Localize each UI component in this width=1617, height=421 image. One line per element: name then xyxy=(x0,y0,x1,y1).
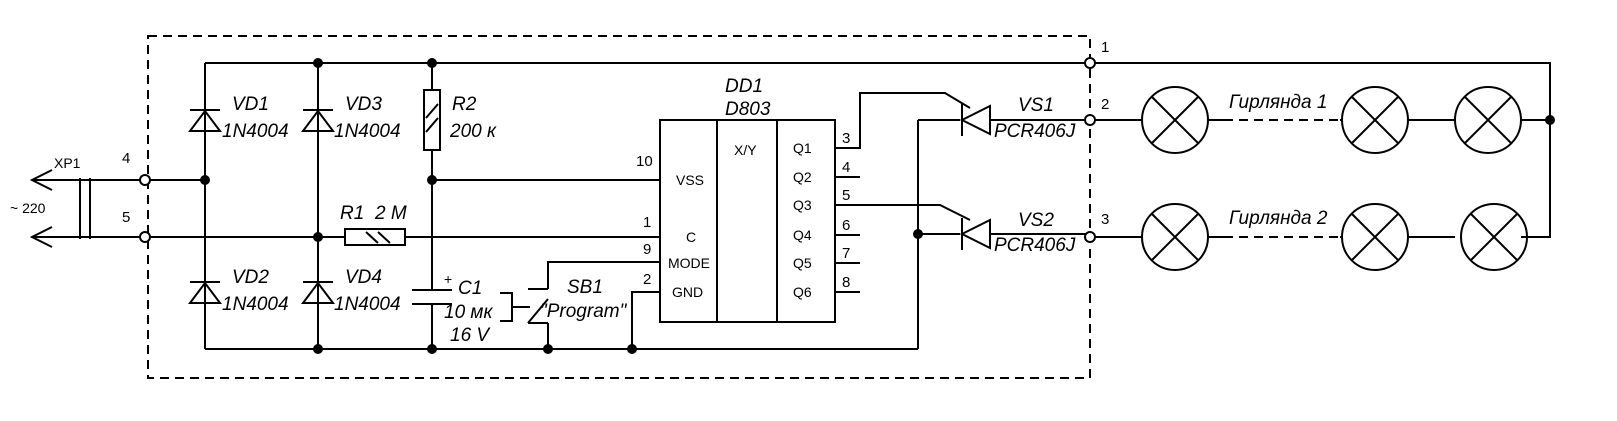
pin-name-q1: Q1 xyxy=(793,140,812,156)
c1-voltage: 16 V xyxy=(450,325,491,346)
vd2-part: 1N4004 xyxy=(222,294,289,315)
garland-1-label: Гирлянда 1 xyxy=(1229,92,1327,113)
plug-pin-5: 5 xyxy=(122,209,130,226)
vd2-ref: VD2 xyxy=(232,267,269,288)
sb1-ref: SB1 xyxy=(567,277,603,298)
pin-num-gnd: 2 xyxy=(643,271,651,288)
output-3-num: 3 xyxy=(1101,211,1109,228)
pin-name-vss: VSS xyxy=(676,172,704,188)
pin-num-q1: 3 xyxy=(842,130,850,147)
c1-value: 10 мк xyxy=(444,302,493,323)
lamp xyxy=(1341,203,1409,271)
pin-num-q2: 4 xyxy=(842,159,850,176)
vd4-ref: VD4 xyxy=(345,267,382,288)
resistor-r2 xyxy=(423,89,441,151)
r1-ref: R1 xyxy=(340,203,364,224)
pin-num-c: 1 xyxy=(643,214,651,231)
switch-sb1 xyxy=(500,288,549,324)
lamp xyxy=(1341,86,1409,154)
output-2-num: 2 xyxy=(1101,96,1109,113)
enclosure-boundary xyxy=(147,35,1091,379)
vd1-part: 1N4004 xyxy=(222,121,289,142)
chip-center-label: X/Y xyxy=(734,142,757,158)
thyristor-vs2 xyxy=(959,218,991,250)
lamp xyxy=(1141,86,1209,154)
vd1-ref: VD1 xyxy=(232,94,269,115)
pin-num-vss: 10 xyxy=(636,153,653,170)
mains-voltage: ~ 220 xyxy=(10,200,46,216)
junction-dots xyxy=(200,58,1555,354)
diode-vd3 xyxy=(301,109,335,132)
terminals xyxy=(139,57,1096,243)
thyristor-vs1 xyxy=(959,104,991,136)
pin-name-q3: Q3 xyxy=(793,197,812,213)
pin-name-c: C xyxy=(686,229,696,245)
chip-part: D803 xyxy=(725,99,771,120)
plug-pin-4: 4 xyxy=(122,150,130,167)
pin-num-q6: 8 xyxy=(842,274,850,291)
garland-2-label: Гирлянда 2 xyxy=(1229,208,1328,229)
pin-name-q2: Q2 xyxy=(793,169,812,185)
pin-name-gnd: GND xyxy=(672,284,703,300)
lamp xyxy=(1141,203,1209,271)
c1-plus: + xyxy=(444,271,452,287)
pin-num-mode: 9 xyxy=(643,241,651,258)
diode-vd4 xyxy=(301,281,335,304)
pin-name-q4: Q4 xyxy=(793,227,812,243)
plug-ref: XP1 xyxy=(54,155,81,171)
resistor-r1 xyxy=(344,228,406,246)
diode-vd1 xyxy=(188,109,222,132)
capacitor-c1 xyxy=(412,289,452,305)
r2-ref: R2 xyxy=(452,94,477,115)
output-1-num: 1 xyxy=(1101,39,1109,56)
chip-ref: DD1 xyxy=(725,76,763,97)
sb1-label: "Program" xyxy=(540,301,628,322)
pin-num-q5: 7 xyxy=(842,245,850,262)
vs1-part: PCR406J xyxy=(994,121,1076,142)
vs1-ref: VS1 xyxy=(1018,95,1054,116)
r1-value: 2 М xyxy=(374,203,407,224)
chip-dd1 xyxy=(659,119,836,323)
vd3-ref: VD3 xyxy=(345,94,382,115)
pin-num-q4: 6 xyxy=(842,217,850,234)
diode-vd2 xyxy=(188,281,222,304)
vd4-part: 1N4004 xyxy=(334,294,401,315)
vd3-part: 1N4004 xyxy=(334,121,401,142)
pin-name-mode: MODE xyxy=(668,255,710,271)
lamp xyxy=(1454,86,1522,154)
plug-xp1 xyxy=(29,169,145,248)
lamp xyxy=(1460,203,1528,271)
pin-name-q6: Q6 xyxy=(793,284,812,300)
c1-ref: C1 xyxy=(458,278,482,299)
pin-num-q3: 5 xyxy=(842,187,850,204)
pin-name-q5: Q5 xyxy=(793,255,812,271)
vs2-part: PCR406J xyxy=(994,235,1076,256)
vs2-ref: VS2 xyxy=(1018,210,1054,231)
r2-value: 200 к xyxy=(449,121,497,142)
